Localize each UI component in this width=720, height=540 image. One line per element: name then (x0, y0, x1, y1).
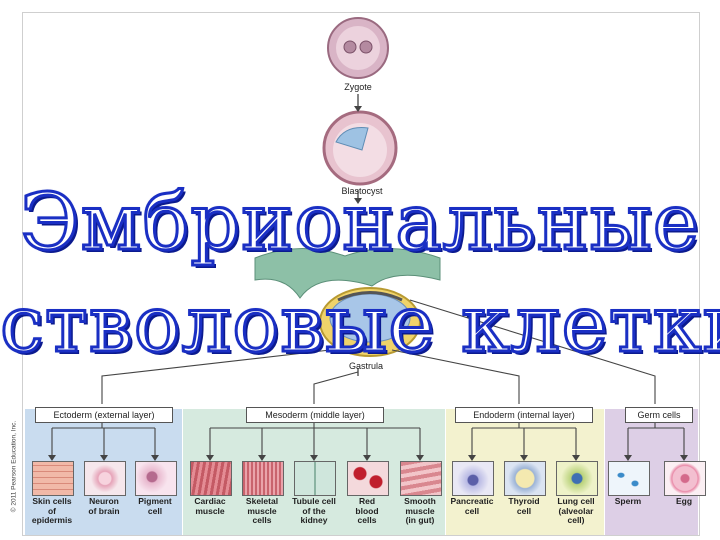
skeletal-muscle-image (242, 461, 284, 496)
cell-label-thyroid: Thyroid cell (508, 496, 540, 516)
skin-cell-image (32, 461, 74, 496)
zygote-illustration (327, 17, 389, 79)
copyright-credit: © 2011 Pearson Education, Inc. (10, 420, 18, 513)
cell-label-red-blood: Red blood cells (355, 496, 379, 525)
smooth-muscle-image (400, 461, 442, 496)
pigment-cell-image (135, 461, 177, 496)
tubule-cell-image (294, 461, 336, 496)
endoderm-title: Endoderm (internal layer) (455, 407, 593, 423)
arrowheads (48, 106, 688, 461)
cell-label-sperm: Sperm (614, 496, 642, 506)
gastrula-label: Gastrula (348, 361, 383, 371)
zygote-label: Zygote (344, 82, 372, 92)
lung-cell-image (556, 461, 598, 496)
cell-label-tubule: Tubule cell of the kidney (292, 496, 336, 525)
thyroid-cell-image (504, 461, 546, 496)
cell-label-cardiac: Cardiac muscle (194, 496, 226, 516)
egg-image (664, 461, 706, 496)
mesoderm-title: Mesoderm (middle layer) (246, 407, 384, 423)
pancreatic-cell-image (452, 461, 494, 496)
layer-branches (101, 299, 656, 404)
slide-title-line-1: Эмбриональные (19, 177, 701, 270)
slide-title-line-2: стволовые клетки (0, 279, 720, 372)
blastocyst-label: Blastocyst (341, 186, 383, 196)
cell-label-smooth: Smooth muscle (in gut) (404, 496, 436, 525)
cell-label-skin: Skin cells of epidermis (31, 496, 73, 525)
cell-label-skeletal: Skeletal muscle cells (245, 496, 279, 525)
cell-label-pigment: Pigment cell (138, 496, 172, 516)
blastocyst-illustration (322, 110, 398, 186)
cell-label-neuron: Neuron of brain (88, 496, 120, 516)
germ-cells-title: Germ cells (625, 407, 693, 423)
red-blood-cells-image (347, 461, 389, 496)
sperm-image (608, 461, 650, 496)
cell-label-egg: Egg (675, 496, 693, 506)
neuron-image (84, 461, 126, 496)
cell-label-lung: Lung cell (alveolar cell) (557, 496, 595, 525)
ectoderm-title: Ectoderm (external layer) (35, 407, 173, 423)
gastrula-illustration (254, 248, 441, 357)
cell-label-pancreatic: Pancreatic cell (450, 496, 494, 516)
cardiac-muscle-image (190, 461, 232, 496)
cell-branches (51, 421, 685, 456)
